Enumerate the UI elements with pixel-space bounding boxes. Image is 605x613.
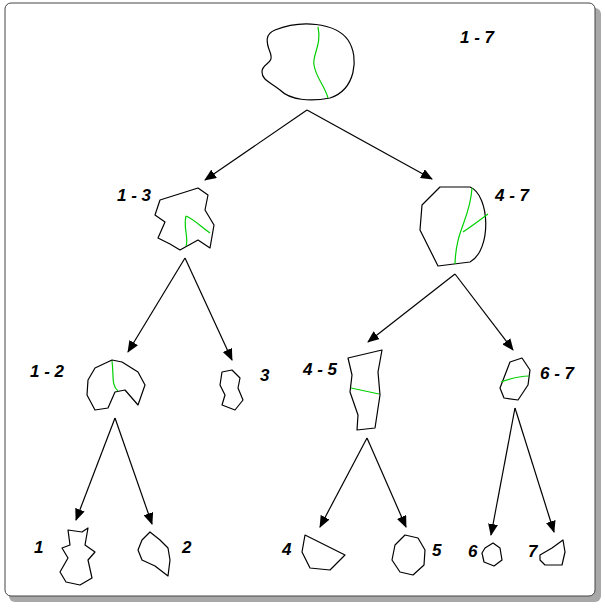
cut-line — [186, 216, 210, 233]
region-border — [302, 535, 345, 570]
subdomain-label: 2 — [182, 538, 191, 558]
subdomain-label: 4 — [282, 540, 291, 560]
tree-arrow — [185, 258, 232, 360]
region-border — [540, 540, 565, 565]
tree-arrow — [76, 418, 115, 520]
subdomain-node: 1 - 7 — [252, 12, 500, 110]
subdomain-node: 6 — [462, 535, 510, 574]
region-border — [87, 360, 145, 410]
subdomain-node: 4 - 7 — [412, 179, 535, 274]
subdomain-label: 5 — [432, 541, 441, 561]
region-border — [60, 528, 95, 585]
subdomain-outline — [418, 185, 494, 268]
subdomain-label: 1 - 7 — [460, 28, 494, 48]
tree-arrow — [367, 438, 406, 527]
subdomain-label: 7 — [528, 542, 537, 562]
subdomain-label: 6 — [468, 542, 477, 562]
frame-border — [5, 3, 595, 596]
subdomain-label: 6 - 7 — [540, 364, 574, 384]
subdomain-label: 1 — [34, 538, 43, 558]
subdomain-outline — [218, 368, 245, 412]
subdomain-outline — [538, 538, 567, 567]
subdomain-outline — [153, 186, 216, 252]
region-border — [348, 350, 382, 430]
subdomain-node: 3 — [212, 360, 275, 418]
subdomain-node: 4 — [276, 527, 353, 578]
region-border — [392, 535, 425, 575]
subdomain-node: 4 - 5 — [297, 342, 390, 438]
subdomain-outline — [58, 526, 97, 588]
subdomain-node: 1 - 3 — [111, 180, 222, 258]
subdomain-label: 3 — [260, 366, 269, 386]
tree-arrow — [455, 274, 513, 350]
subdomain-node: 2 — [130, 524, 197, 584]
tree-arrow — [491, 408, 515, 535]
subdomain-label: 1 - 2 — [30, 362, 64, 382]
subdomain-outline — [498, 356, 532, 402]
subdomain-outline — [346, 348, 384, 432]
region-border — [155, 188, 214, 250]
subdomain-node: 7 — [522, 532, 573, 573]
region-border — [138, 532, 170, 576]
subdomain-node: 5 — [384, 527, 447, 583]
cut-line — [455, 188, 472, 264]
subdomain-node: 1 — [28, 520, 103, 594]
tree-arrow — [115, 418, 152, 524]
cut-line — [314, 27, 328, 98]
subdomain-outline — [390, 533, 427, 577]
region-border — [500, 358, 530, 400]
tree-arrow — [515, 408, 554, 532]
subdomain-label: 1 - 3 — [117, 186, 151, 206]
subdomain-outline — [480, 541, 504, 568]
region-border — [220, 370, 243, 410]
subdomain-outline — [85, 358, 147, 412]
tree-arrow — [205, 110, 307, 180]
subdomain-node: 6 - 7 — [492, 350, 580, 408]
subdomain-label: 4 - 7 — [495, 186, 529, 206]
cut-line — [463, 214, 488, 232]
tree-arrow — [307, 110, 432, 179]
subdomain-node: 1 - 2 — [24, 352, 153, 418]
cut-line — [501, 376, 529, 382]
cut-line — [351, 388, 379, 394]
subdomain-outline — [300, 533, 347, 572]
cut-line — [185, 216, 187, 246]
region-border — [482, 543, 502, 566]
cut-line — [112, 361, 118, 391]
tree-arrow — [368, 274, 455, 342]
subdomain-outline — [136, 530, 172, 578]
region-border — [262, 24, 354, 100]
region-border — [420, 187, 486, 266]
tree-arrow — [128, 258, 185, 352]
tree-arrow — [320, 438, 367, 527]
subdomain-outline — [258, 18, 360, 104]
subdomain-label: 4 - 5 — [303, 360, 337, 380]
